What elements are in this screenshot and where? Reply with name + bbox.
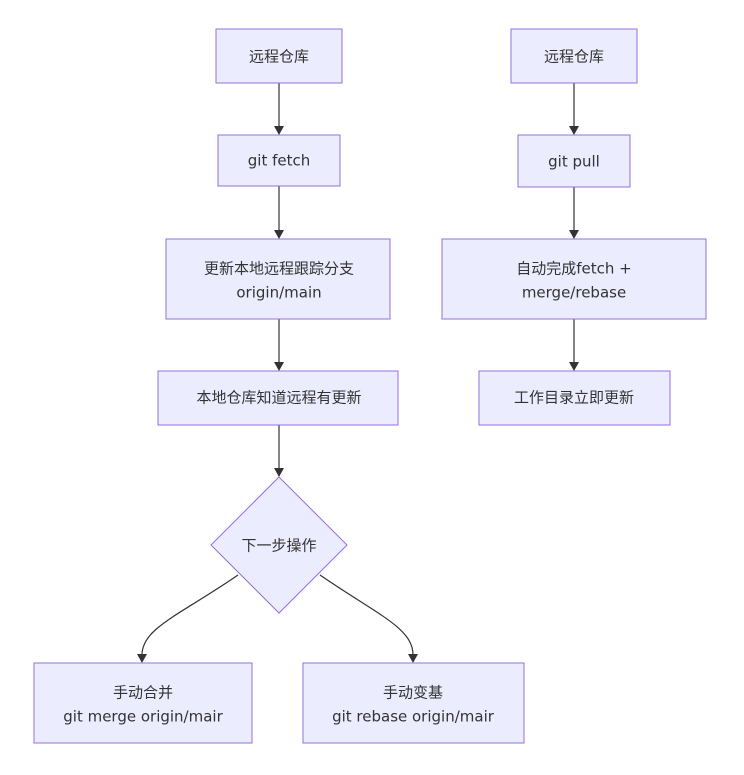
edge-decision-to-merge xyxy=(141,574,239,656)
edges xyxy=(137,83,579,663)
arrowhead-icon xyxy=(274,468,284,477)
node-label: 远程仓库 xyxy=(544,48,604,66)
node-update-tracking-branch: 更新本地远程跟踪分支 origin/main xyxy=(165,238,391,320)
node-local-knows-update: 本地仓库知道远程有更新 xyxy=(157,370,399,426)
node-auto-fetch-merge: 自动完成fetch + merge/rebase xyxy=(441,238,707,320)
node-label-line2: git rebase origin/mair xyxy=(332,708,495,726)
node-manual-rebase: 手动变基 git rebase origin/mair xyxy=(302,662,525,744)
node-label: 下一步操作 xyxy=(241,537,316,555)
node-label-line1: 手动变基 xyxy=(383,684,443,702)
node-label: 远程仓库 xyxy=(249,48,309,66)
arrowhead-icon xyxy=(274,362,284,371)
arrowhead-icon xyxy=(274,230,284,239)
node-remote-repo-fetch-flow: 远程仓库 xyxy=(215,28,343,84)
node-label-line1: 自动完成fetch + xyxy=(516,260,631,278)
node-remote-repo-pull-flow: 远程仓库 xyxy=(510,28,638,84)
node-label-line2: origin/main xyxy=(236,284,321,302)
node-label: git pull xyxy=(548,153,600,171)
arrowhead-icon xyxy=(569,230,579,239)
arrowhead-icon xyxy=(274,126,284,135)
node-label-line2: git merge origin/mair xyxy=(63,708,223,726)
arrowhead-icon xyxy=(137,654,147,663)
node-git-pull: git pull xyxy=(517,134,631,188)
node-label: 工作目录立即更新 xyxy=(514,389,634,407)
edge-decision-to-rebase xyxy=(319,574,414,656)
arrowhead-icon xyxy=(408,654,418,663)
node-worktree-update: 工作目录立即更新 xyxy=(478,370,671,426)
arrowhead-icon xyxy=(569,362,579,371)
node-git-fetch: git fetch xyxy=(217,134,341,187)
node-label: git fetch xyxy=(248,152,310,170)
node-label-line1: 手动合并 xyxy=(113,684,173,702)
node-label: 本地仓库知道远程有更新 xyxy=(196,389,361,407)
node-manual-merge: 手动合并 git merge origin/mair xyxy=(33,662,253,744)
arrowhead-icon xyxy=(569,126,579,135)
node-label-line2: merge/rebase xyxy=(522,284,626,302)
node-label-line1: 更新本地远程跟踪分支 xyxy=(204,260,354,278)
node-decision-next-step: 下一步操作 xyxy=(210,476,348,614)
